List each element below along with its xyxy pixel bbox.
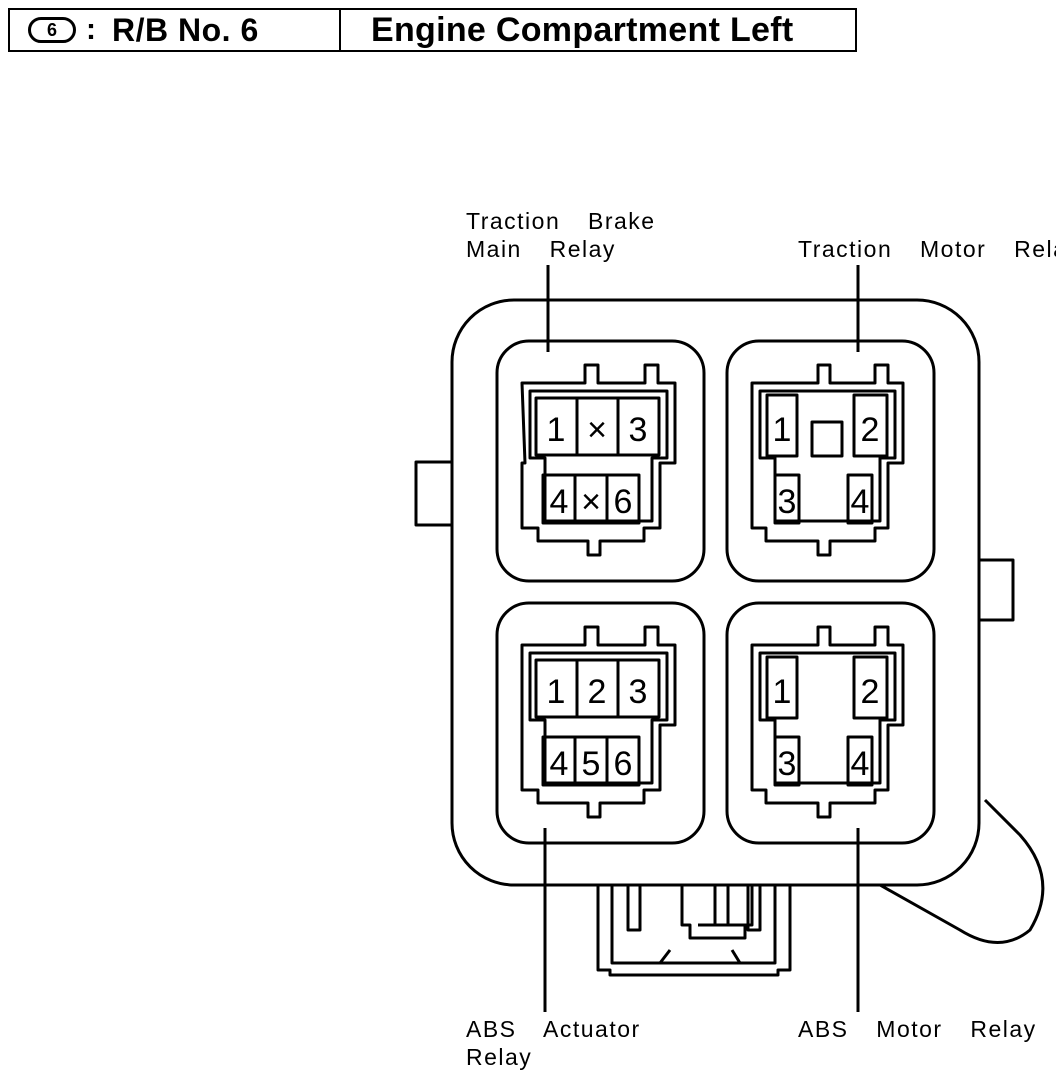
header-id-cell: 6 : R/B No. 6 [10, 10, 341, 50]
pin-6: 6 [614, 745, 633, 783]
relay-block-housing [450, 298, 981, 887]
pin-3: 3 [778, 745, 797, 783]
label-abs-actuator-relay-line1: ABS Actuator [466, 1016, 641, 1042]
pin-4: 4 [851, 483, 870, 521]
relay-block-number-badge: 6 [28, 17, 76, 43]
label-traction-brake-main-relay-line1: Traction Brake [466, 208, 656, 234]
panel-traction-motor-relay [725, 339, 936, 583]
pin-4: 4 [550, 745, 569, 783]
bottom-connector-latch [680, 885, 754, 940]
relay-socket-traction-motor [750, 363, 905, 557]
pin-2: 2 [588, 673, 607, 711]
right-bottom-hook [879, 798, 1045, 944]
label-traction-motor-relay: Traction Motor Relay [798, 236, 1056, 262]
pin-3: 3 [778, 483, 797, 521]
pin-3: 3 [629, 673, 648, 711]
panel-traction-brake-main-relay [495, 339, 706, 583]
diagram-title: Engine Compartment Left [371, 11, 794, 49]
label-abs-motor-relay: ABS Motor Relay [798, 1016, 1037, 1042]
relay-socket-traction-brake-main [520, 363, 677, 557]
pin-5: 5 [582, 745, 601, 783]
pin-1: 1 [547, 411, 566, 449]
pin-1: 1 [773, 411, 792, 449]
bottom-connector-inner [610, 885, 777, 965]
relay-socket-abs-actuator [520, 625, 677, 819]
bottom-connector [596, 885, 792, 977]
right-side-tab [978, 558, 1015, 622]
pin-empty-mark: × [587, 411, 607, 449]
left-side-tab [414, 460, 452, 527]
pin-empty-mark: × [581, 483, 601, 521]
relay-socket-abs-motor [750, 625, 905, 819]
pin-2: 2 [861, 411, 880, 449]
pin-2: 2 [861, 673, 880, 711]
pin-6: 6 [614, 483, 633, 521]
label-traction-brake-main-relay-line2: Main Relay [466, 236, 616, 262]
relay-block-code: R/B No. 6 [112, 12, 259, 48]
header-title-cell: Engine Compartment Left [341, 10, 855, 50]
diagram-header: 6 : R/B No. 6 Engine Compartment Left [8, 8, 857, 52]
pin-1: 1 [773, 673, 792, 711]
pin-4: 4 [550, 483, 569, 521]
label-abs-actuator-relay-line2: Relay [466, 1044, 533, 1070]
panel-abs-actuator-relay [495, 601, 706, 845]
header-separator: : [86, 13, 96, 46]
pin-4: 4 [851, 745, 870, 783]
pin-3: 3 [629, 411, 648, 449]
panel-abs-motor-relay [725, 601, 936, 845]
pin-1: 1 [547, 673, 566, 711]
